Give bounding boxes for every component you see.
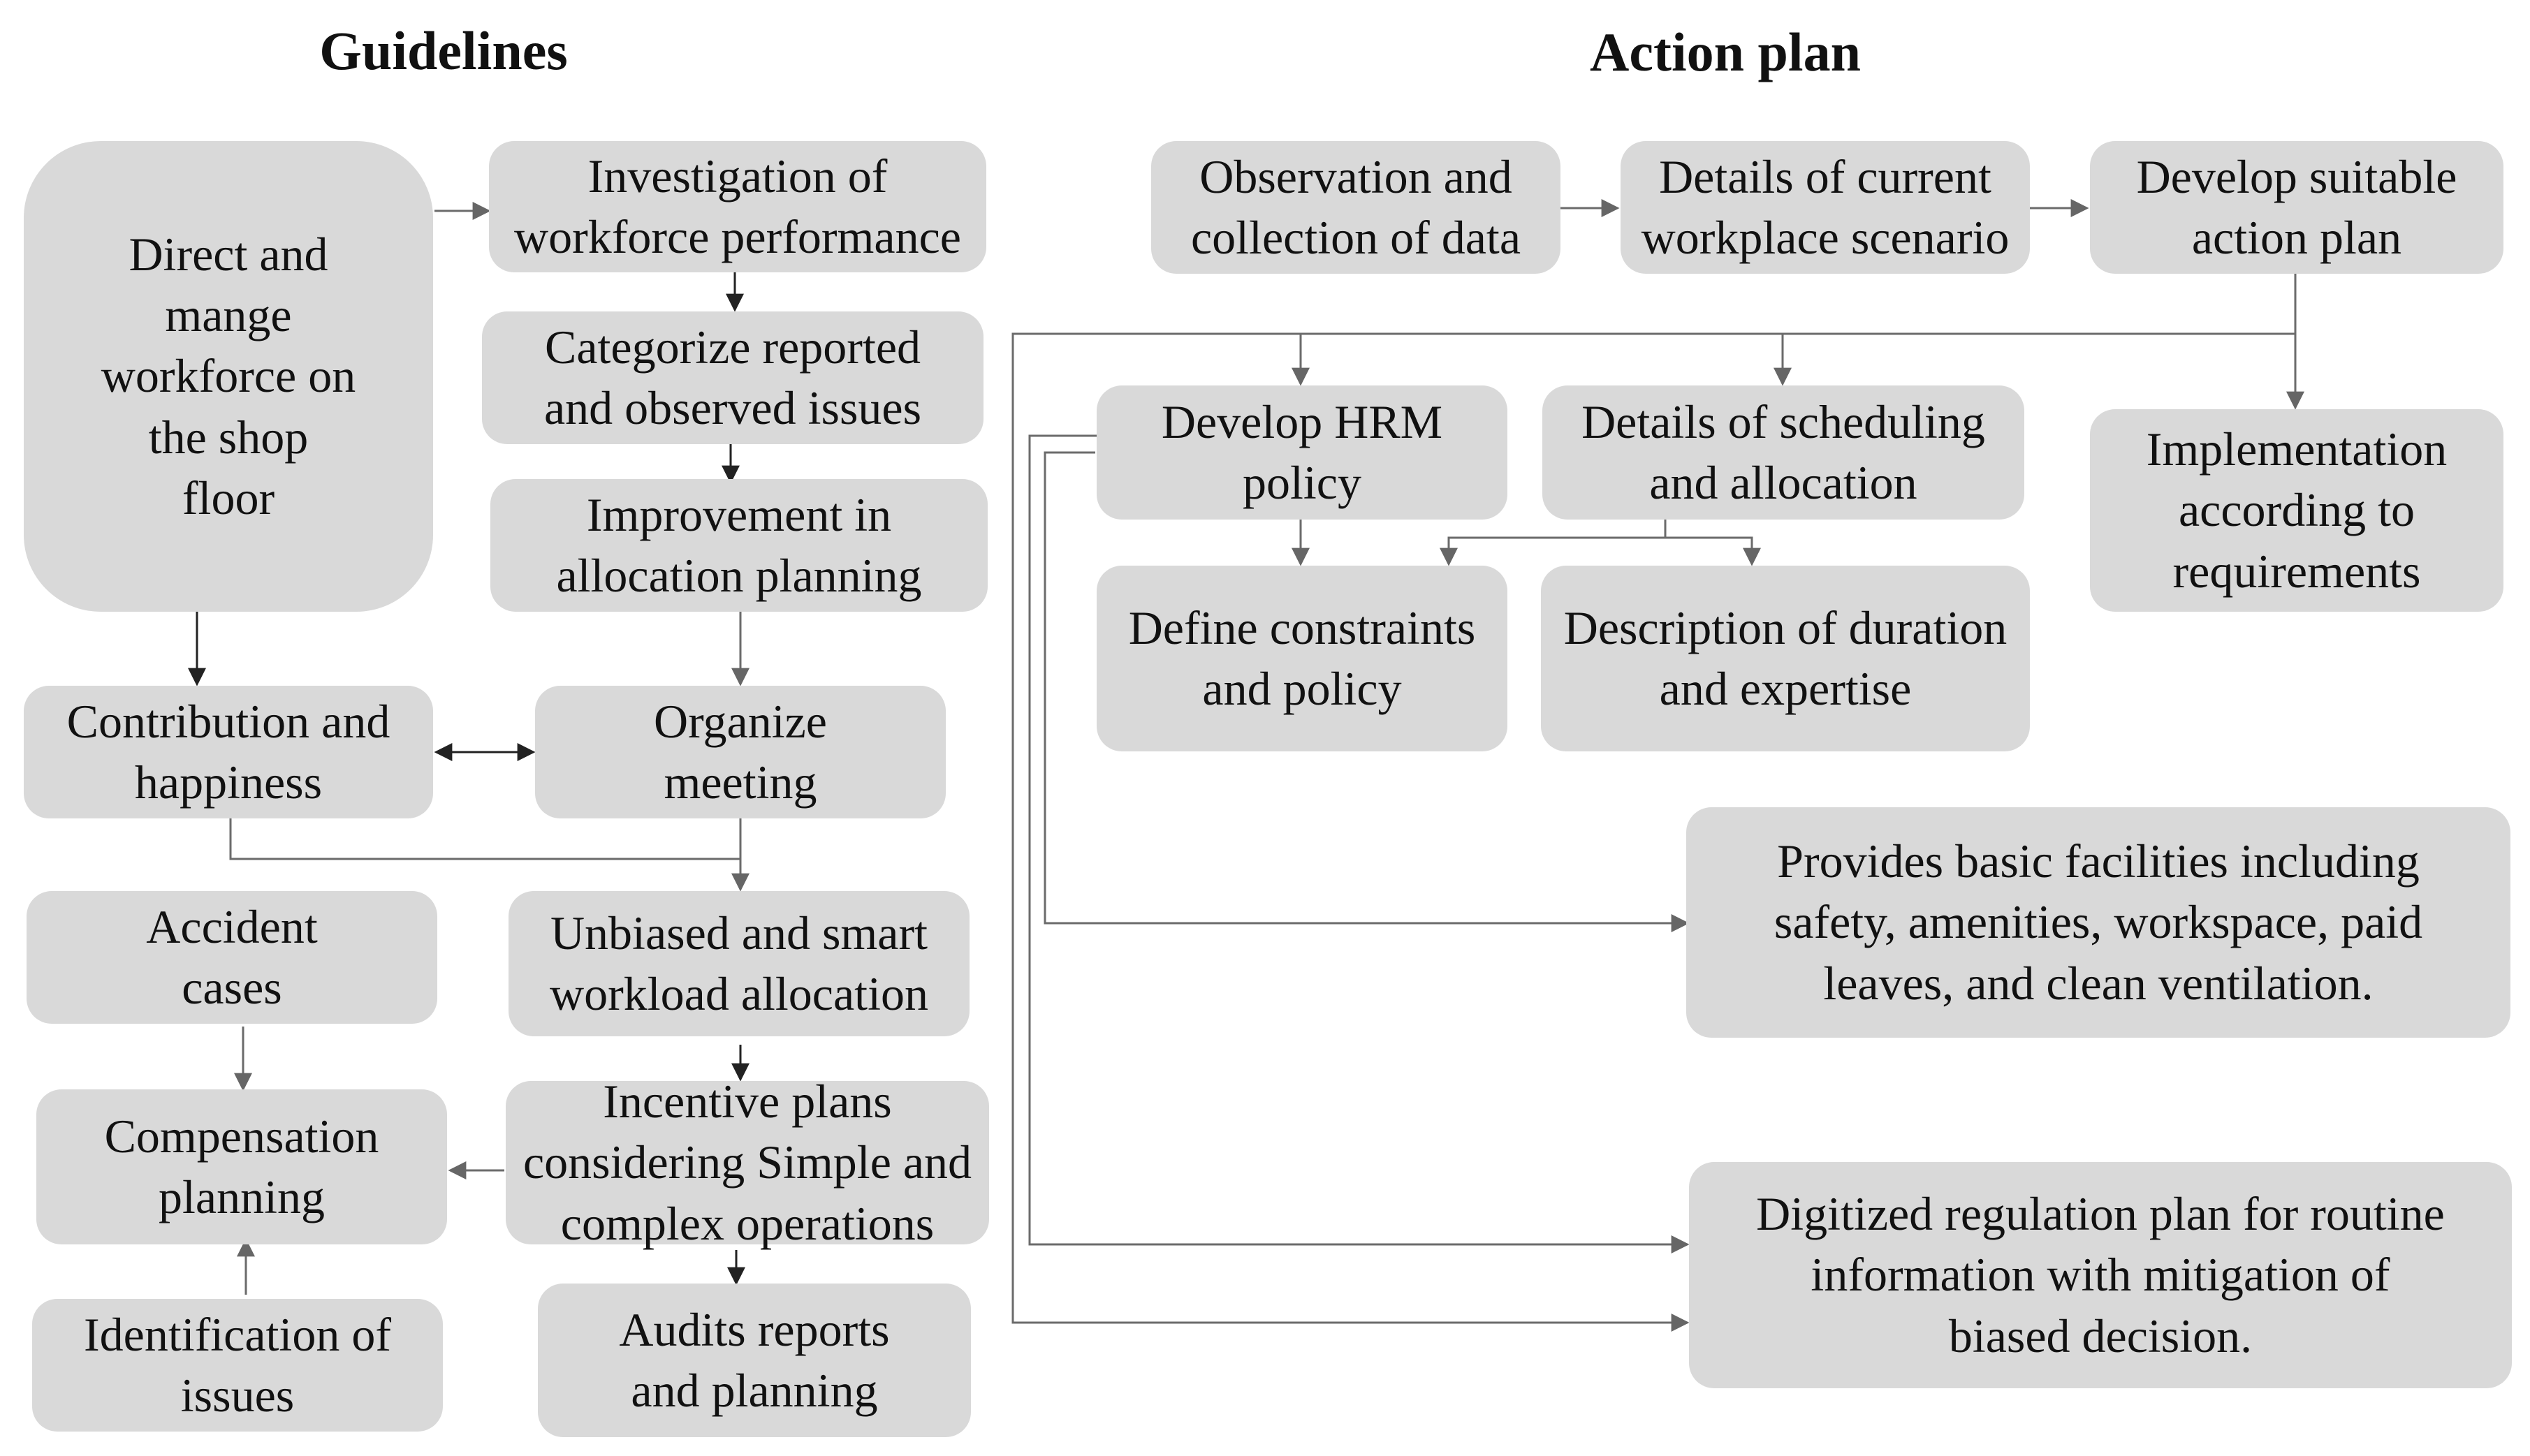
- details-scheduling-box: Details of scheduling and allocation: [1542, 385, 2024, 520]
- improvement-allocation-box: Improvement in allocation planning: [490, 479, 988, 612]
- provides-facilities-box: Provides basic facilities including safe…: [1686, 807, 2510, 1038]
- audits-reports-box: Audits reports and planning: [538, 1284, 971, 1437]
- observation-box: Observation and collection of data: [1151, 141, 1560, 274]
- organize-meeting-box: Organize meeting: [535, 686, 946, 818]
- direct-manage-workforce-box: Direct and mange workforce on the shop f…: [24, 141, 433, 612]
- details-current-box: Details of current workplace scenario: [1621, 141, 2030, 274]
- description-duration-box: Description of duration and expertise: [1541, 566, 2030, 751]
- investigation-box: Investigation of workforce performance: [489, 141, 986, 272]
- digitized-regulation-box: Digitized regulation plan for routine in…: [1689, 1162, 2512, 1388]
- implementation-box: Implementation according to requirements: [2090, 409, 2503, 612]
- compensation-planning-box: Compensation planning: [36, 1089, 447, 1244]
- identification-issues-box: Identification of issues: [32, 1299, 443, 1432]
- guidelines-title: Guidelines: [319, 20, 568, 81]
- incentive-plans-box: Incentive plans considering Simple and c…: [506, 1075, 989, 1250]
- develop-hrm-box: Develop HRM policy: [1097, 385, 1507, 520]
- action-plan-title: Action plan: [1590, 22, 1861, 82]
- categorize-issues-box: Categorize reported and observed issues: [482, 311, 984, 444]
- accident-cases-box: Accident cases: [27, 891, 437, 1024]
- contribution-happiness-box: Contribution and happiness: [24, 686, 433, 818]
- unbiased-allocation-box: Unbiased and smart workload allocation: [509, 891, 970, 1036]
- develop-suitable-box: Develop suitable action plan: [2090, 141, 2503, 274]
- define-constraints-box: Define constraints and policy: [1097, 566, 1507, 751]
